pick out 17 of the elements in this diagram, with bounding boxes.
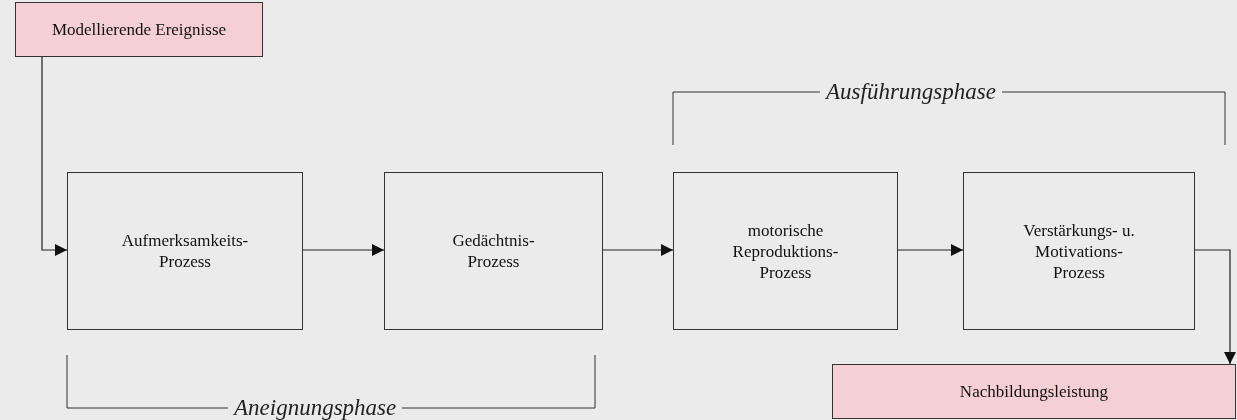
arrow bbox=[302, 244, 385, 256]
node-label: Gedächtnis- Prozess bbox=[451, 230, 536, 272]
node-label: Nachbildungsleistung bbox=[959, 381, 1109, 402]
process-box bbox=[384, 172, 603, 330]
process-box bbox=[673, 172, 898, 330]
node-label: Modellierende Ereignisse bbox=[51, 19, 227, 40]
event-box bbox=[832, 364, 1236, 419]
node-label: Verstärkungs- u. Motivations- Prozess bbox=[1022, 219, 1136, 283]
node-label: Aufmerksamkeits- Prozess bbox=[120, 230, 250, 272]
process-box bbox=[963, 172, 1195, 330]
arrow bbox=[41, 56, 68, 256]
node-label: motorische Reproduktions- Prozess bbox=[731, 219, 840, 283]
process-box bbox=[67, 172, 303, 330]
event-box bbox=[15, 2, 263, 57]
arrow bbox=[897, 244, 964, 256]
arrow bbox=[1194, 249, 1236, 365]
arrow bbox=[602, 244, 674, 256]
